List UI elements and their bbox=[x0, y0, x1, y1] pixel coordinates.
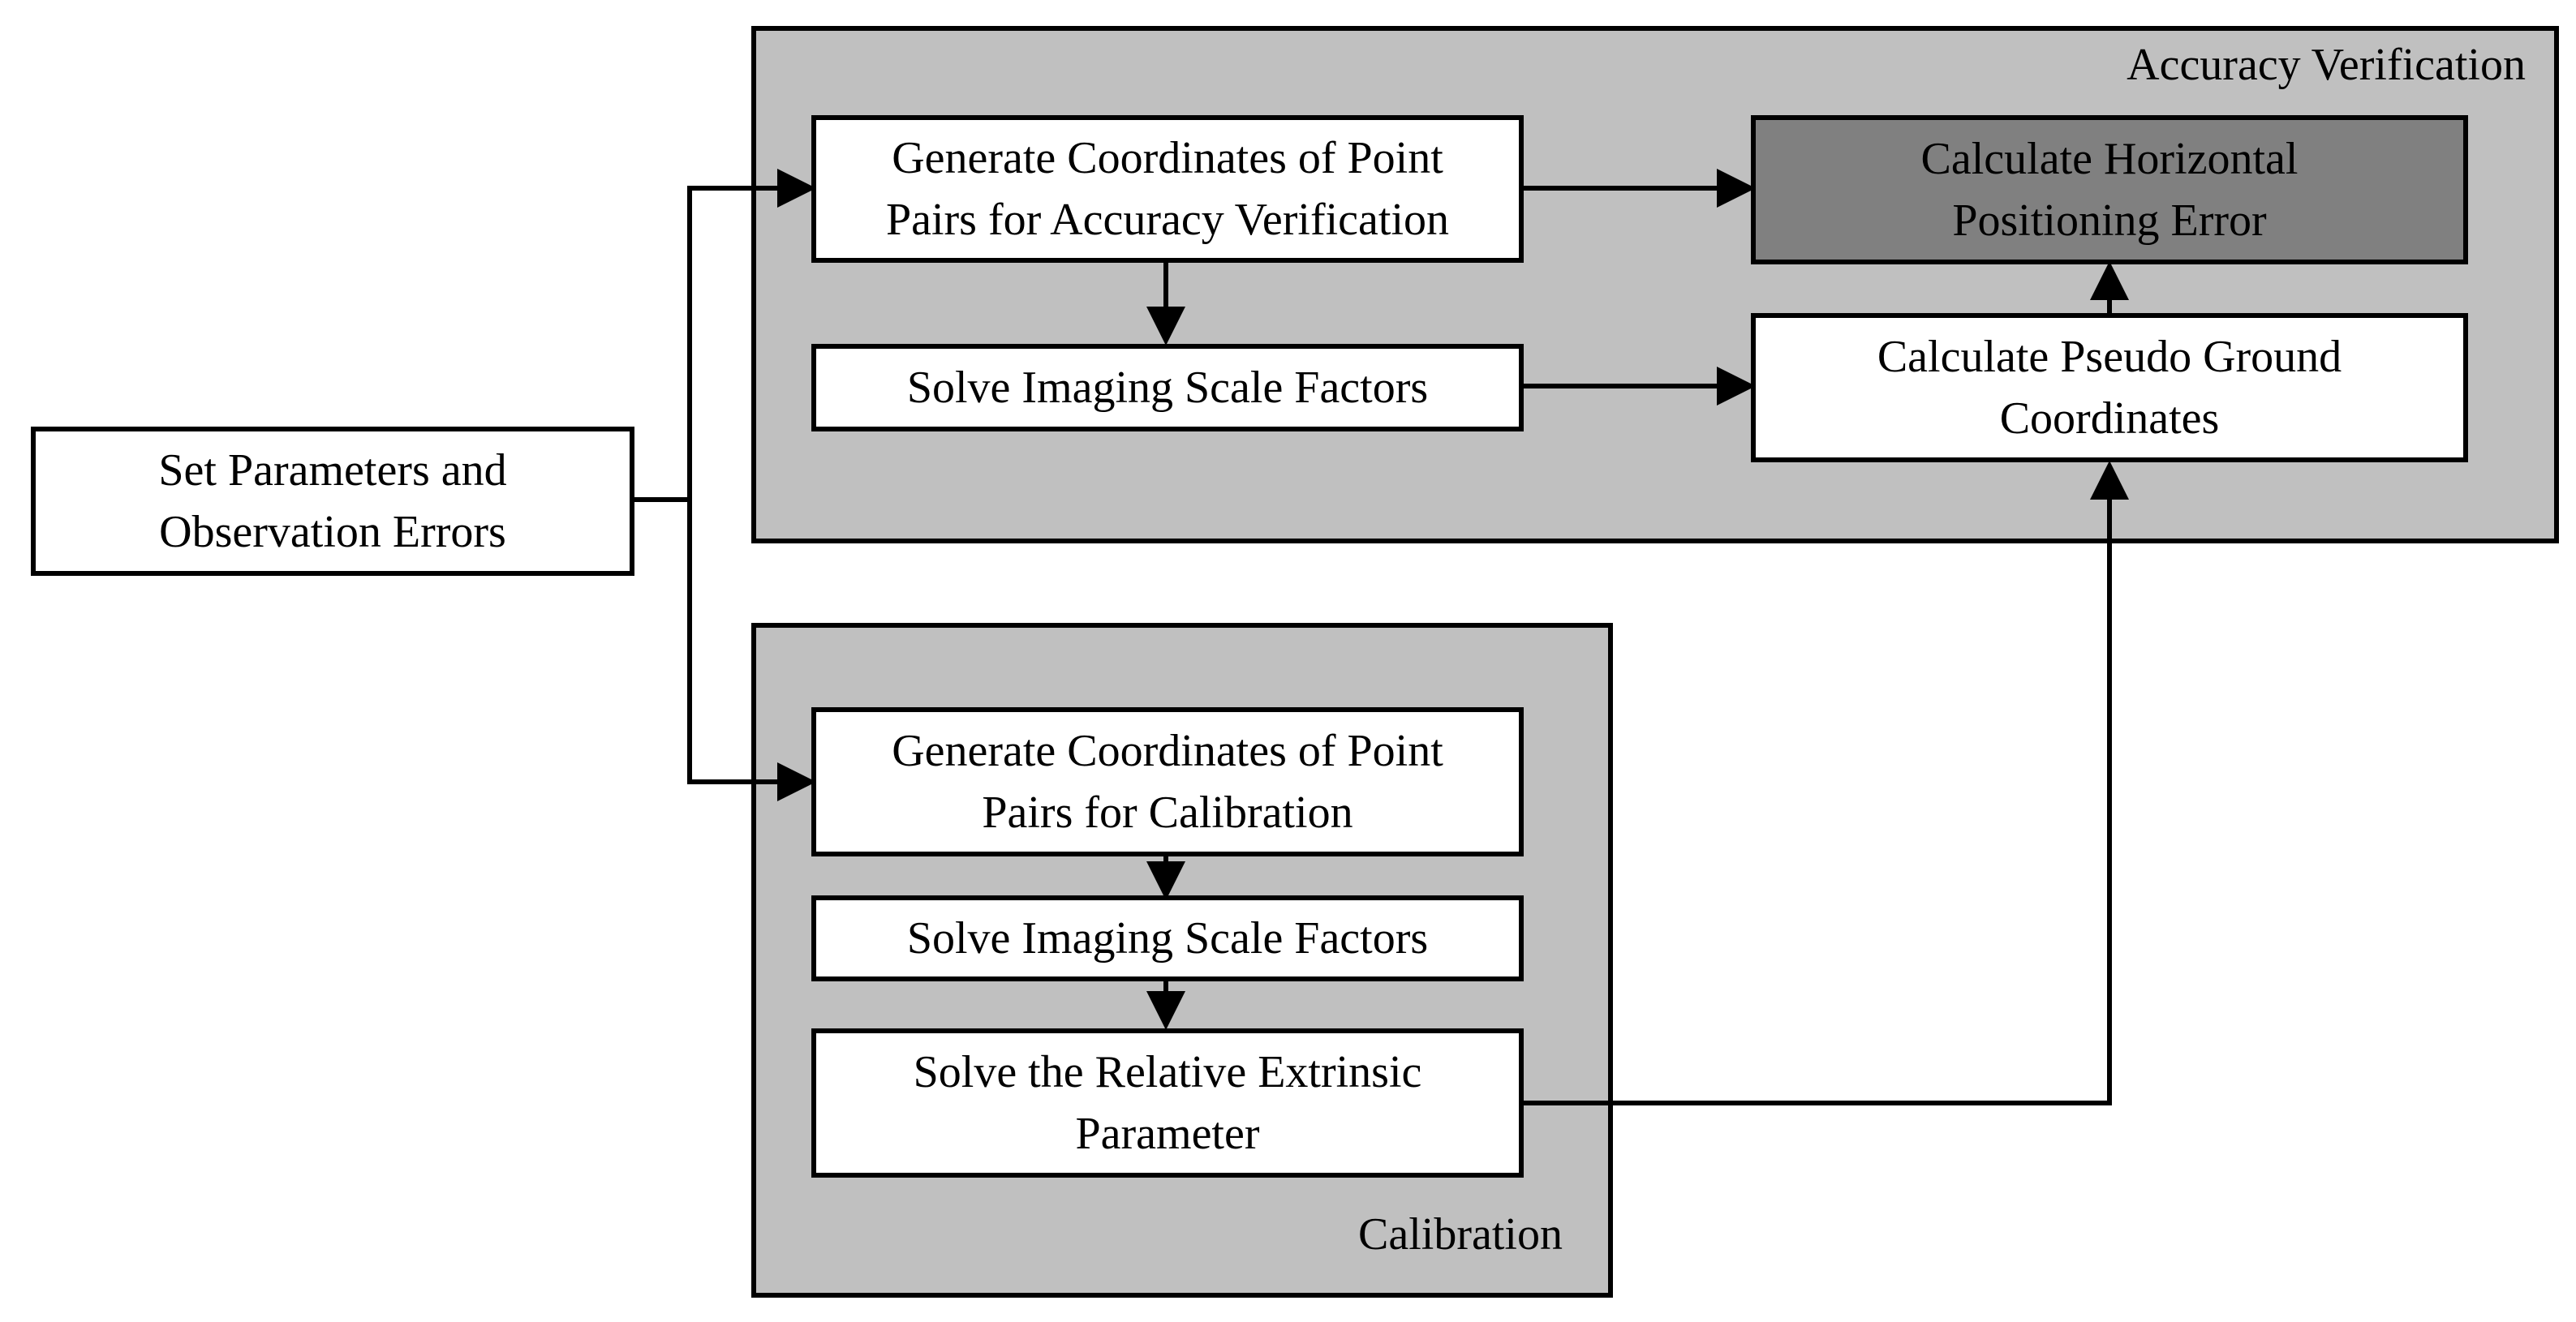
branch-line bbox=[633, 169, 816, 502]
arrow-extrinsic-to-pseudo bbox=[1521, 461, 2129, 1105]
branch-line-lower bbox=[687, 500, 816, 801]
solve-scale-calibration-box: Solve Imaging Scale Factors bbox=[811, 895, 1524, 981]
calibration-label: Calibration bbox=[1358, 1209, 1563, 1260]
accuracy-verification-label: Accuracy Verification bbox=[2127, 40, 2526, 90]
solve-scale-accuracy-box: Solve Imaging Scale Factors bbox=[811, 344, 1524, 431]
